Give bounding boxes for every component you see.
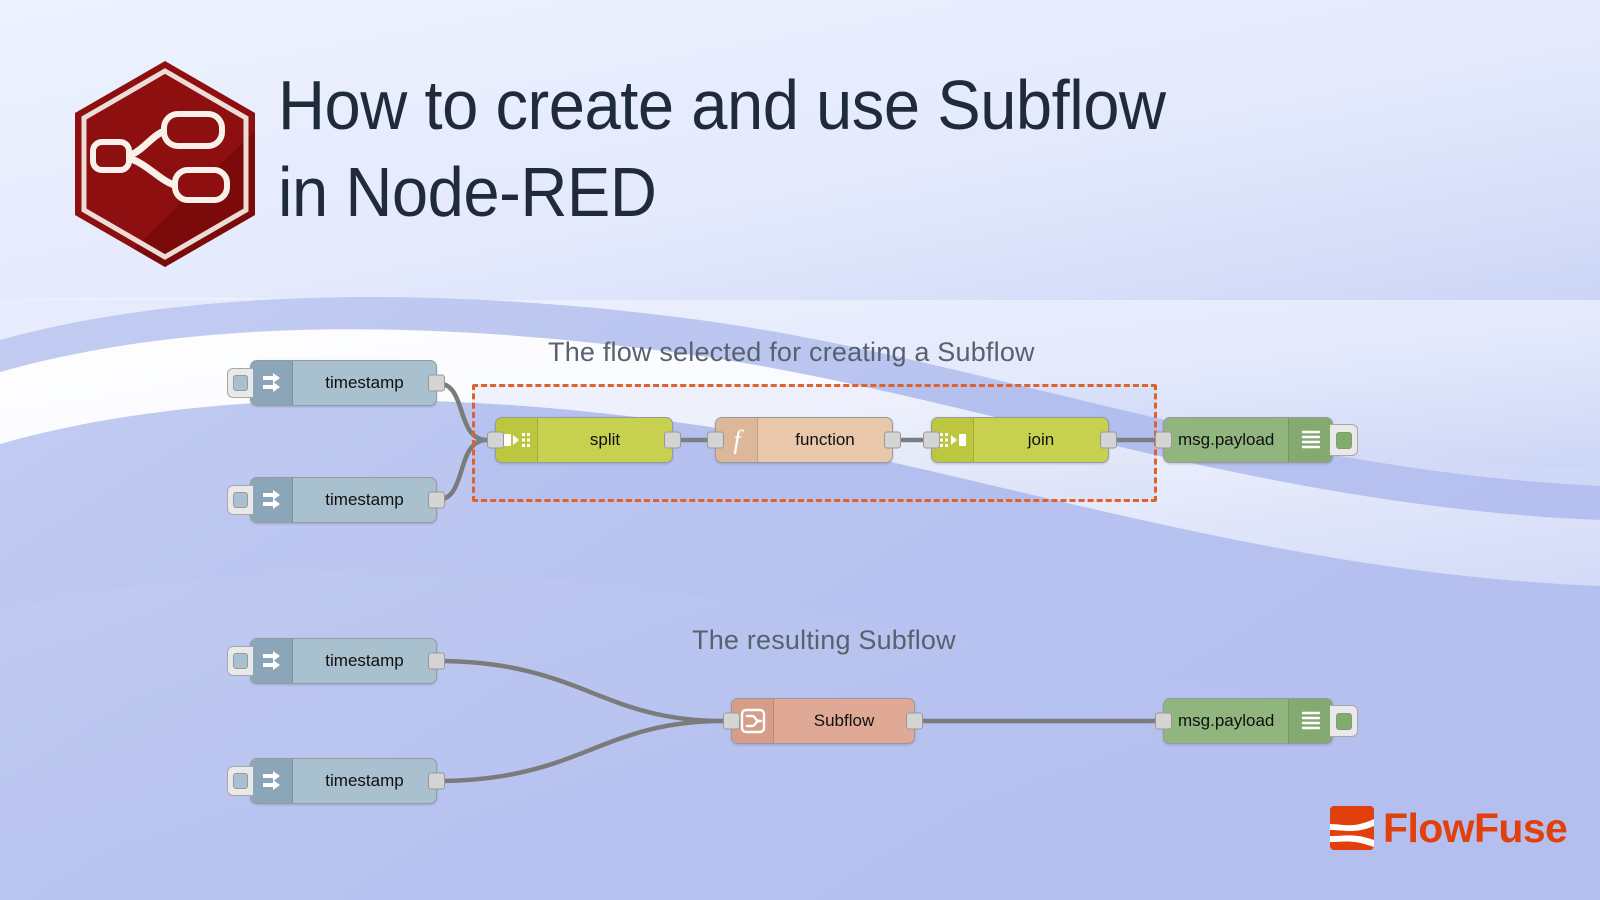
svg-text:f: f (733, 426, 744, 454)
node-label: timestamp (325, 490, 404, 509)
inject-node-3[interactable]: timestamp (227, 638, 445, 684)
input-port[interactable] (923, 431, 940, 449)
inject-node-1[interactable]: timestamp (227, 360, 445, 406)
input-port[interactable] (707, 431, 724, 449)
header: How to create and use Subflow in Node-RE… (0, 0, 1600, 280)
input-port[interactable] (1155, 712, 1172, 730)
debug-node-1[interactable]: msg.payload (1155, 417, 1358, 463)
node-label: timestamp (325, 651, 404, 670)
inject-node-2[interactable]: timestamp (227, 477, 445, 523)
node-label: msg.payload (1178, 711, 1275, 730)
inject-trigger-button-4[interactable] (227, 766, 253, 796)
input-port[interactable] (487, 431, 504, 449)
node-label: split (589, 430, 621, 449)
debug-toggle-button-2[interactable] (1330, 705, 1358, 737)
node-label: timestamp (325, 373, 404, 392)
inject-trigger-button-3[interactable] (227, 646, 253, 676)
output-port[interactable] (428, 772, 445, 790)
output-port[interactable] (884, 431, 901, 449)
caption-top: The flow selected for creating a Subflow (548, 337, 1035, 367)
join-node[interactable]: join (923, 417, 1117, 463)
node-label: msg.payload (1178, 430, 1275, 449)
node-label: function (795, 430, 855, 449)
flowfuse-wordmark: FlowFuse (1383, 804, 1568, 851)
output-port[interactable] (664, 431, 681, 449)
debug-lines-icon (1288, 418, 1332, 462)
node-label: join (1027, 430, 1055, 449)
debug-toggle-button-1[interactable] (1330, 424, 1358, 456)
output-port[interactable] (906, 712, 923, 730)
output-port[interactable] (428, 374, 445, 392)
node-red-hexagon-icon (75, 61, 255, 267)
node-label: Subflow (813, 711, 875, 730)
flowfuse-mark-icon (1330, 806, 1374, 850)
output-port[interactable] (428, 652, 445, 670)
arrow-right-icon (251, 639, 293, 683)
page-title: How to create and use Subflow in Node-RE… (278, 66, 1166, 231)
split-node[interactable]: split (487, 417, 681, 463)
inject-node-4[interactable]: timestamp (227, 758, 445, 804)
debug-node-2[interactable]: msg.payload (1155, 698, 1358, 744)
node-label: timestamp (325, 771, 404, 790)
arrow-right-icon (251, 759, 293, 803)
arrow-right-icon (251, 478, 293, 522)
function-f-icon: f (716, 418, 758, 462)
inject-trigger-button-1[interactable] (227, 368, 253, 398)
caption-bottom: The resulting Subflow (692, 625, 956, 655)
output-port[interactable] (428, 491, 445, 509)
function-node[interactable]: f function (707, 417, 901, 463)
input-port[interactable] (723, 712, 740, 730)
input-port[interactable] (1155, 431, 1172, 449)
debug-lines-icon (1288, 699, 1332, 743)
arrow-right-icon (251, 361, 293, 405)
output-port[interactable] (1100, 431, 1117, 449)
subflow-node[interactable]: Subflow (723, 698, 923, 744)
inject-trigger-button-2[interactable] (227, 485, 253, 515)
flowfuse-logo: FlowFuse (1330, 804, 1568, 851)
